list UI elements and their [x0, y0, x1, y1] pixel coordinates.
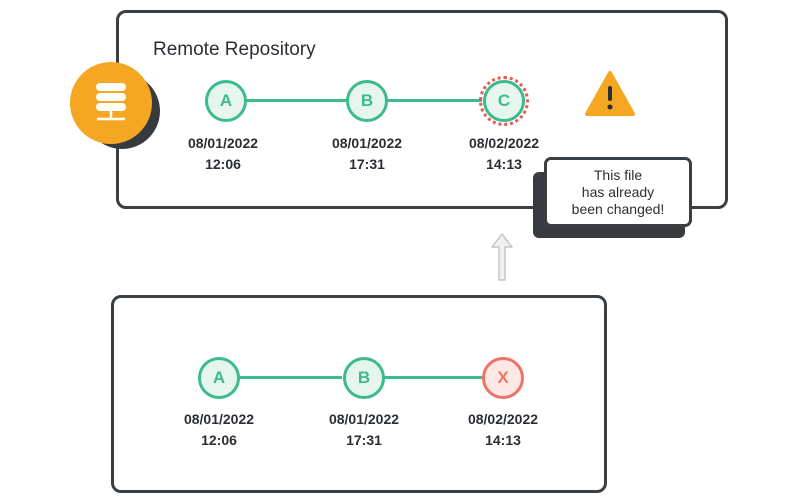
- remote-commit-c: C: [483, 80, 525, 122]
- server-stack-icon: [96, 83, 126, 121]
- local-commit-b-timestamp: 08/01/2022 17:31: [304, 409, 424, 451]
- server-badge: [70, 62, 152, 144]
- local-commit-x-time: 14:13: [485, 432, 521, 448]
- changed-file-callout: This file has already been changed!: [544, 157, 692, 227]
- local-commit-x-date: 08/02/2022: [467, 411, 539, 427]
- remote-commit-a-timestamp: 08/01/2022 12:06: [163, 133, 283, 175]
- local-commit-a-date: 08/01/2022: [183, 411, 255, 427]
- remote-commit-a-time: 12:06: [205, 156, 241, 172]
- remote-commit-c-date: 08/02/2022: [468, 135, 540, 151]
- local-commit-b-date: 08/01/2022: [328, 411, 400, 427]
- local-commit-a-time: 12:06: [201, 432, 237, 448]
- remote-commit-a-date: 08/01/2022: [187, 135, 259, 151]
- remote-commit-b-timestamp: 08/01/2022 17:31: [307, 133, 427, 175]
- local-commit-b-time: 17:31: [346, 432, 382, 448]
- remote-repository-title: Remote Repository: [153, 39, 316, 60]
- local-link-b-x: [363, 376, 483, 379]
- local-commit-b: B: [343, 357, 385, 399]
- local-repository-panel: A B X 08/01/2022 12:06 08/01/2022 17:31 …: [111, 295, 607, 493]
- callout-line-1: This file: [593, 166, 643, 183]
- up-arrow-icon: [491, 233, 513, 281]
- local-commit-a-timestamp: 08/01/2022 12:06: [159, 409, 279, 451]
- local-commit-x-timestamp: 08/02/2022 14:13: [443, 409, 563, 451]
- warning-triangle-icon: [585, 71, 635, 116]
- remote-commit-b-time: 17:31: [349, 156, 385, 172]
- remote-commit-c-time: 14:13: [486, 156, 522, 172]
- remote-commit-b: B: [346, 80, 388, 122]
- remote-commit-c-timestamp: 08/02/2022 14:13: [444, 133, 564, 175]
- callout-line-2: has already: [581, 183, 655, 200]
- local-commit-x: X: [482, 357, 524, 399]
- local-commit-a: A: [198, 357, 240, 399]
- commit-link-b-c: [366, 99, 482, 102]
- local-link-a-b: [218, 376, 342, 379]
- changed-commit-ring: [479, 76, 529, 126]
- remote-commit-b-date: 08/01/2022: [331, 135, 403, 151]
- remote-commit-a: A: [205, 80, 247, 122]
- callout-line-3: been changed!: [571, 200, 665, 217]
- commit-link-a-b: [223, 99, 347, 102]
